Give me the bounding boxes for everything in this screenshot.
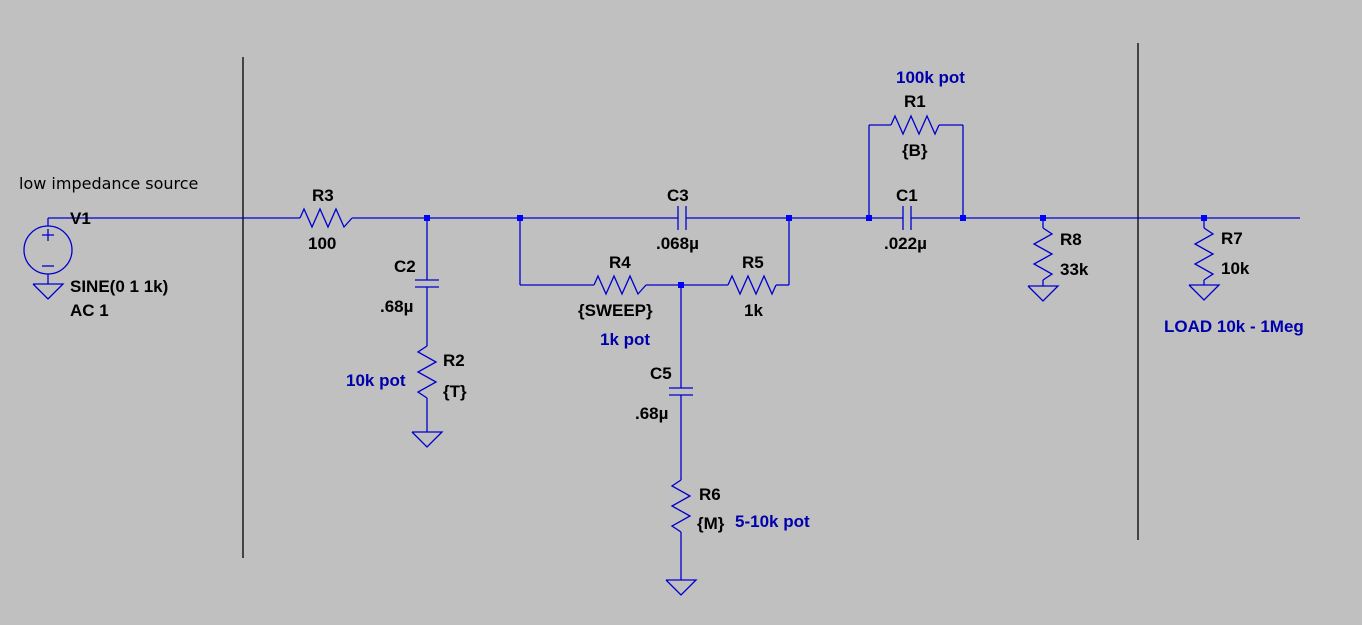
r4-r5-network (519, 218, 790, 296)
load-note: LOAD 10k - 1Meg (1164, 317, 1304, 336)
r1-name-label: R1 (904, 92, 926, 111)
r5-name-label: R5 (742, 253, 764, 272)
r3-value-label: 100 (308, 234, 336, 253)
c5-r6-branch (665, 285, 698, 596)
r7-name-label: R7 (1221, 229, 1243, 248)
r6-pot-note: 5-10k pot (735, 512, 810, 531)
c5-value-label: .68µ (635, 404, 668, 423)
c3-value-label: .068µ (656, 234, 699, 253)
r2-value-label: {T} (443, 382, 467, 401)
r7-value-label: 10k (1221, 259, 1250, 278)
r4-value-label: {SWEEP} (578, 301, 653, 320)
r3-resistor-symbol (299, 207, 353, 229)
r2-name-label: R2 (443, 351, 465, 370)
v1-value-label: SINE(0 1 1k) (70, 277, 168, 296)
r2-pot-note: 10k pot (346, 371, 406, 390)
r4-pot-note: 1k pot (600, 330, 650, 349)
c1-value-label: .022µ (884, 234, 927, 253)
r6-value-label: {M} (697, 514, 725, 533)
r6-name-label: R6 (699, 485, 721, 504)
junction-nodes (424, 215, 1207, 288)
v1-sine-source-symbol (23, 218, 73, 300)
r8-name-label: R8 (1060, 230, 1082, 249)
c2-r2-branch (411, 218, 444, 448)
v1-name-label: V1 (70, 209, 91, 228)
source-comment: low impedance source (19, 174, 198, 193)
c5-name-label: C5 (650, 364, 672, 383)
r8-value-label: 33k (1060, 260, 1089, 279)
r3-name-label: R3 (312, 186, 334, 205)
c3-name-label: C3 (667, 186, 689, 205)
r1-pot-note: 100k pot (896, 68, 965, 87)
c2-name-label: C2 (394, 257, 416, 276)
c1-capacitor-symbol (902, 206, 912, 230)
v1-extra-label: AC 1 (70, 301, 109, 320)
c2-value-label: .68µ (380, 297, 413, 316)
c3-capacitor-symbol (677, 206, 687, 230)
r1-value-label: {B} (902, 141, 928, 160)
r7-resistor-symbol (1188, 218, 1221, 301)
c1-name-label: C1 (896, 186, 918, 205)
r4-name-label: R4 (609, 253, 631, 272)
r5-value-label: 1k (744, 301, 763, 320)
r1-parallel-branch (868, 114, 964, 218)
r8-resistor-symbol (1027, 218, 1060, 302)
